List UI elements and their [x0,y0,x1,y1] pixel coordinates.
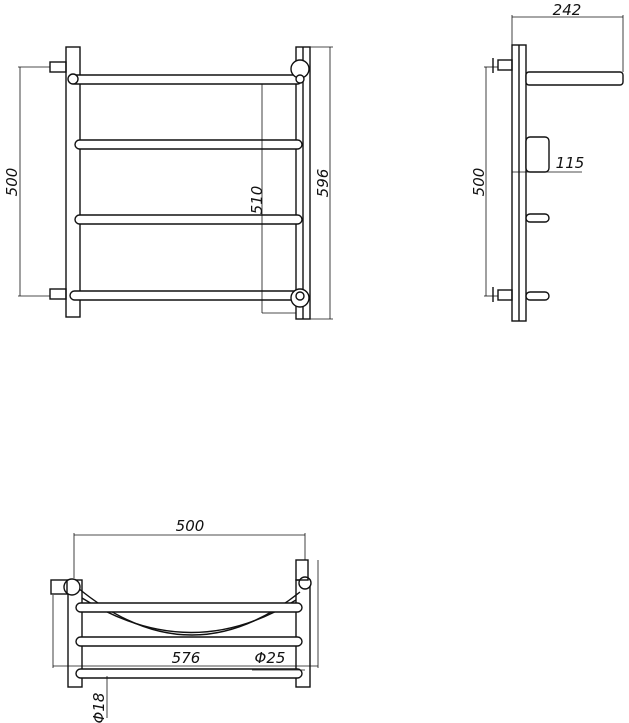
front-rung-4 [69,290,303,301]
top-mount-left [63,578,81,596]
side-dim-242: 242 [553,1,582,19]
front-left-stile [65,46,81,318]
top-shelf-2 [75,636,303,647]
front-rung-1 [69,74,303,85]
side-dim-115: 115 [556,154,585,172]
top-view: 500 576 Φ25 Φ18 [50,517,319,723]
side-rung-4 [525,291,550,301]
front-dim-596: 596 [314,169,332,198]
side-fitting-top [497,59,513,71]
front-fitting-bottom [49,288,67,300]
side-view: 242 115 500 [470,1,624,322]
top-dim-500: 500 [176,517,205,535]
front-dim-510: 510 [248,186,266,215]
top-shelf-1 [75,602,303,613]
top-mount-right [298,576,312,590]
front-dim-500: 500 [3,168,21,197]
front-rung-end-left [67,73,79,85]
top-dim-d25: Φ25 [255,649,286,667]
front-fitting-top [49,61,67,73]
top-dim-d18: Φ18 [90,693,108,723]
front-rung-3 [74,214,303,225]
front-rung-2 [74,139,303,150]
top-shelf-3 [75,668,303,679]
side-top-shelf [525,71,624,86]
side-rung-3 [525,213,550,223]
side-dim-500: 500 [470,168,488,197]
top-dim-576: 576 [172,649,201,667]
top-arch-inner [81,597,297,634]
side-fitting-bottom [497,289,513,301]
side-mid-bracket [525,136,550,173]
front-view: 500 510 596 [3,46,333,320]
